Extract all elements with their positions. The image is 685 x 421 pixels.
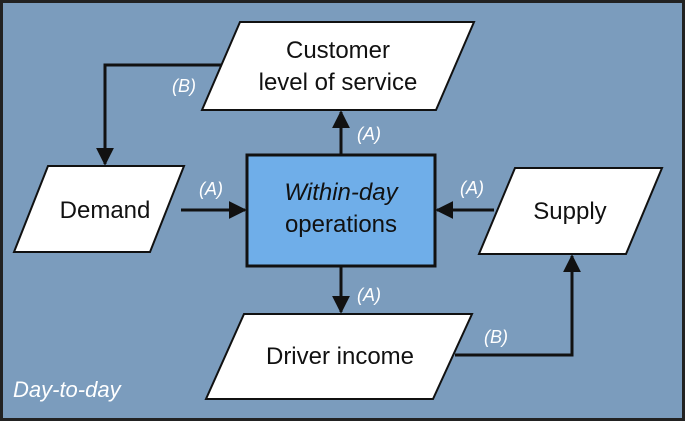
demand-node: Demand <box>12 165 186 253</box>
supply-label: Supply <box>533 198 606 225</box>
driver-income-shape <box>204 313 474 400</box>
customer-level-of-service-shape <box>200 21 476 111</box>
customer-level-of-service-label-line2: level of service <box>259 69 418 96</box>
driver-income-label: Driver income <box>266 343 414 370</box>
edge-label-within-day-to-customer: (A) <box>357 124 381 144</box>
arrow-driver-income-to-supply <box>455 254 581 357</box>
supply-node: Supply <box>477 167 664 255</box>
customer-level-of-service-node: Customer level of service <box>200 21 476 111</box>
edge-label-driver-income-to-supply: (B) <box>484 327 508 347</box>
edge-label-within-day-to-driver-income: (A) <box>357 285 381 305</box>
demand-shape <box>12 165 186 253</box>
supply-shape <box>477 167 664 255</box>
customer-level-of-service-label-line1: Customer <box>286 37 390 64</box>
driver-income-node: Driver income <box>204 313 474 400</box>
day-to-day-label: Day-to-day <box>13 377 123 402</box>
within-day-operations-label-line1: Within-day <box>284 179 399 206</box>
within-day-operations-label-line2: operations <box>285 211 397 238</box>
within-day-operations-node: Within-day operations <box>245 153 437 268</box>
edge-label-demand-to-within-day: (A) <box>199 179 223 199</box>
edge-label-customer-to-demand: (B) <box>172 76 196 96</box>
arrow-customer-to-demand <box>96 63 222 166</box>
edge-label-supply-to-within-day: (A) <box>460 178 484 198</box>
demand-label: Demand <box>60 197 151 224</box>
